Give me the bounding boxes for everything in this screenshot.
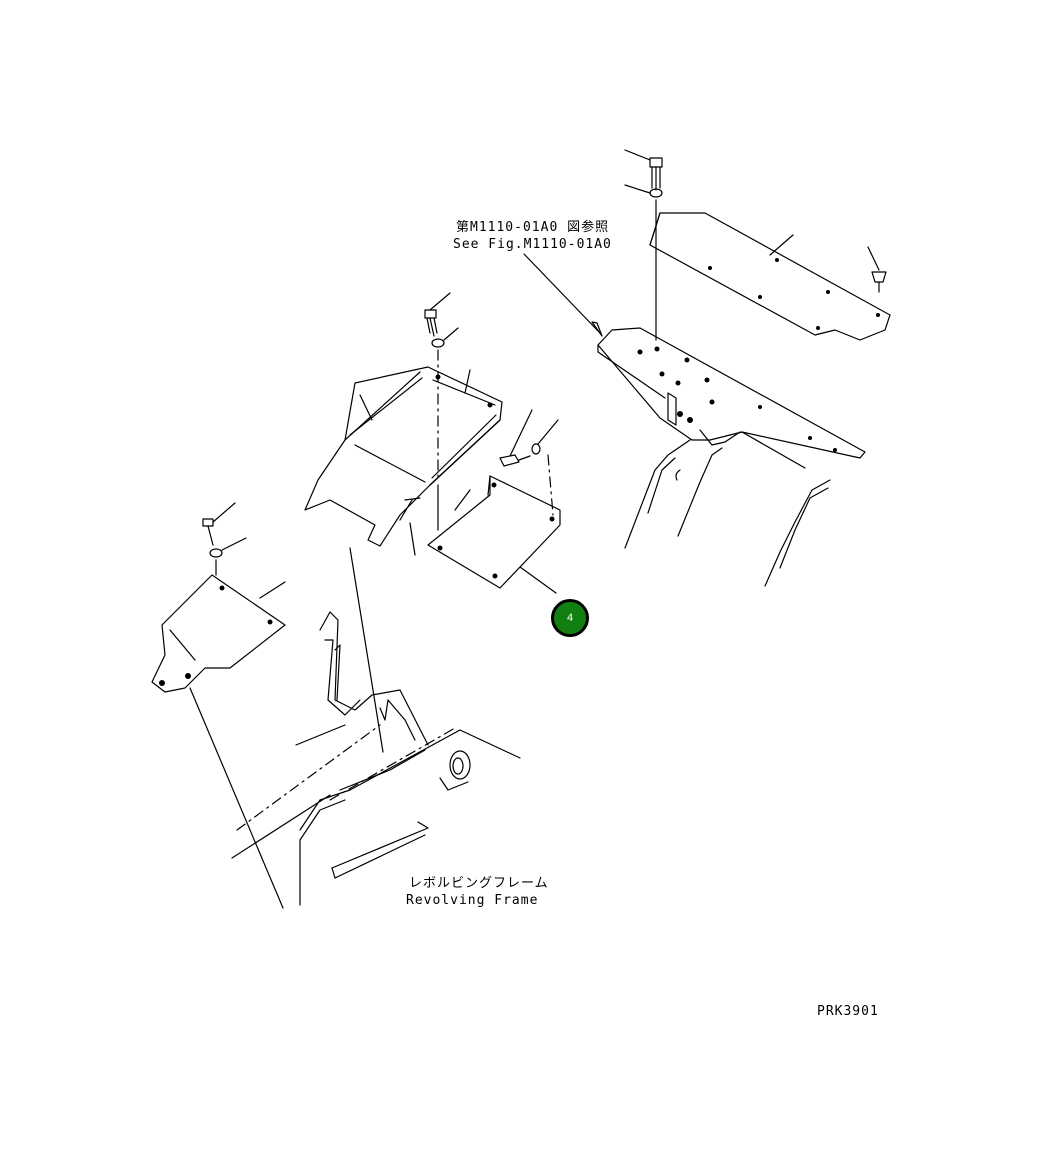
frame-label-en: Revolving Frame xyxy=(406,893,539,908)
revolving-frame xyxy=(231,611,521,906)
reference-note-jp: 第M1110-01A0 図参照 xyxy=(456,220,610,235)
reference-note-en: See Fig.M1110-01A0 xyxy=(453,237,612,252)
figure-code: PRK3901 xyxy=(817,1004,879,1019)
bracket-part-4 xyxy=(427,409,561,594)
middle-cover xyxy=(304,292,503,753)
upper-right-cover xyxy=(523,149,891,587)
frame-label-jp: レボルビングフレーム xyxy=(409,876,549,891)
lower-left-cover xyxy=(151,502,286,909)
callout-4[interactable]: 4 xyxy=(551,599,589,637)
